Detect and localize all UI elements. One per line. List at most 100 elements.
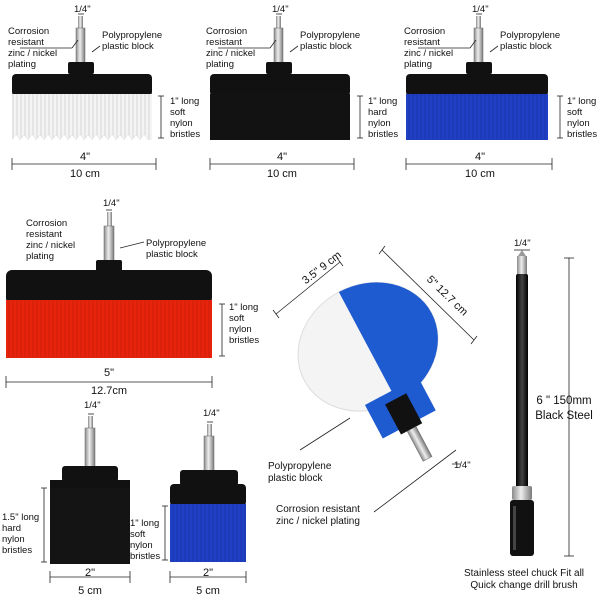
bristle-line: nylon bbox=[229, 324, 252, 335]
plating-line: zinc / nickel bbox=[206, 48, 256, 59]
bristle-line: nylon bbox=[368, 118, 391, 129]
plating-line: zinc / nickel bbox=[26, 240, 76, 251]
block-label: Polypropylene plastic block bbox=[300, 30, 360, 52]
plating-line: resistant bbox=[26, 229, 62, 240]
plating-line: plating bbox=[206, 59, 234, 70]
shank-size-label: 1/4" bbox=[84, 400, 101, 411]
bristle-line: bristles bbox=[130, 551, 161, 562]
bristle-line: soft bbox=[170, 107, 186, 118]
brush-black-4in bbox=[210, 16, 350, 140]
block-line: plastic block bbox=[102, 41, 154, 52]
bristle-line: 1" long bbox=[567, 96, 597, 107]
plating-label: Corrosion resistant zinc / nickel platin… bbox=[404, 26, 453, 70]
bristle-line: 1" long bbox=[170, 96, 200, 107]
brush-blue-2in bbox=[170, 424, 246, 562]
size-cm: 12.7cm bbox=[90, 385, 128, 397]
brush-black-2in bbox=[50, 416, 130, 564]
extension-length-label: 6 " 150mm Black Steel bbox=[528, 394, 600, 424]
block-line: plastic block bbox=[268, 473, 323, 484]
size-inches: 4" bbox=[79, 151, 91, 163]
plating-line: zinc / nickel bbox=[404, 48, 454, 59]
plating-line: Corrosion bbox=[404, 26, 446, 37]
bristle-label: 1" long soft nylon bristles bbox=[130, 518, 160, 562]
cone-block-label: Polypropylene plastic block bbox=[268, 461, 331, 485]
block-line: plastic block bbox=[300, 41, 352, 52]
plating-label: Corrosion resistant zinc / nickel platin… bbox=[206, 26, 255, 70]
bristle-line: nylon bbox=[130, 540, 153, 551]
cone-shank-label: 1/4" bbox=[454, 460, 471, 471]
shank-size-label: 1/4" bbox=[203, 408, 220, 419]
bristle-line: soft bbox=[567, 107, 583, 118]
size-inches: 4" bbox=[474, 151, 486, 163]
block-label: Polypropylene plastic block bbox=[500, 30, 560, 52]
bristle-line: 1" long bbox=[368, 96, 398, 107]
plating-line: resistant bbox=[8, 37, 44, 48]
size-cm: 5 cm bbox=[196, 585, 220, 597]
block-label: Polypropylene plastic block bbox=[102, 30, 162, 52]
bristle-label: 1" long soft nylon bristles bbox=[170, 96, 200, 140]
bristle-line: nylon bbox=[170, 118, 193, 129]
shank-size-label: 1/4" bbox=[74, 4, 91, 15]
bristle-line: hard bbox=[368, 107, 388, 118]
plating-line: Corrosion resistant bbox=[276, 504, 360, 515]
size-cm: 5 cm bbox=[78, 585, 102, 597]
plating-line: plating bbox=[404, 59, 432, 70]
bristle-label: 1" long hard nylon bristles bbox=[368, 96, 398, 140]
plating-line: resistant bbox=[206, 37, 242, 48]
size-inches: 5" bbox=[103, 367, 115, 379]
bristle-line: bristles bbox=[2, 545, 33, 556]
plating-line: Corrosion bbox=[206, 26, 248, 37]
extension-shank-label: 1/4" bbox=[514, 238, 531, 249]
bristle-line: 1" long bbox=[229, 302, 259, 313]
bristle-line: 1" long bbox=[130, 518, 160, 529]
plating-line: plating bbox=[26, 251, 54, 262]
bristle-label: 1" long soft nylon bristles bbox=[567, 96, 597, 140]
brush-blue-4in bbox=[406, 16, 548, 140]
bristle-label: 1" long soft nylon bristles bbox=[229, 302, 259, 346]
bristle-line: hard bbox=[2, 523, 22, 534]
plating-label: Corrosion resistant zinc / nickel platin… bbox=[8, 26, 57, 70]
bristle-line: bristles bbox=[170, 129, 201, 140]
bristle-line: soft bbox=[130, 529, 146, 540]
size-inches: 4" bbox=[276, 151, 288, 163]
block-line: Polypropylene bbox=[102, 30, 163, 41]
plating-line: resistant bbox=[404, 37, 440, 48]
bristle-line: bristles bbox=[567, 129, 598, 140]
bristle-line: nylon bbox=[2, 534, 25, 545]
bristle-line: bristles bbox=[229, 335, 260, 346]
caption-line: Quick change drill brush bbox=[470, 580, 578, 591]
block-line: Polypropylene bbox=[268, 461, 332, 472]
dimension-lines bbox=[5, 13, 574, 583]
shank-size-label: 1/4" bbox=[472, 4, 489, 15]
cone-plating-label: Corrosion resistant zinc / nickel platin… bbox=[276, 504, 360, 528]
caption-line: Stainless steel chuck Fit all bbox=[463, 568, 585, 579]
bristle-line: nylon bbox=[567, 118, 590, 129]
size-cm: 10 cm bbox=[267, 168, 297, 180]
size-inches: 2" bbox=[202, 567, 214, 579]
length-line: 6 " 150mm bbox=[536, 395, 592, 407]
block-line: Polypropylene bbox=[300, 30, 361, 41]
bristle-line: bristles bbox=[368, 129, 399, 140]
size-cm: 10 cm bbox=[70, 168, 100, 180]
bristle-line: 1.5" long bbox=[2, 512, 40, 523]
plating-label: Corrosion resistant zinc / nickel platin… bbox=[26, 218, 75, 262]
plating-line: zinc / nickel plating bbox=[276, 516, 360, 527]
brush-red-5in bbox=[6, 212, 212, 358]
length-line: Black Steel bbox=[535, 410, 593, 422]
plating-line: Corrosion bbox=[8, 26, 50, 37]
plating-line: Corrosion bbox=[26, 218, 68, 229]
block-line: plastic block bbox=[500, 41, 552, 52]
shank-size-label: 1/4" bbox=[272, 4, 289, 15]
extension-caption: Stainless steel chuck Fit all Quick chan… bbox=[452, 568, 596, 592]
block-line: Polypropylene bbox=[500, 30, 561, 41]
block-line: Polypropylene bbox=[146, 238, 207, 249]
size-inches: 2" bbox=[84, 567, 96, 579]
bristle-line: soft bbox=[229, 313, 245, 324]
brush-cone-drill bbox=[297, 281, 439, 462]
plating-line: plating bbox=[8, 59, 36, 70]
extension-bar bbox=[510, 250, 534, 556]
bristle-label: 1.5" long hard nylon bristles bbox=[2, 512, 39, 556]
brush-white-4in bbox=[11, 16, 152, 141]
plating-line: zinc / nickel bbox=[8, 48, 58, 59]
